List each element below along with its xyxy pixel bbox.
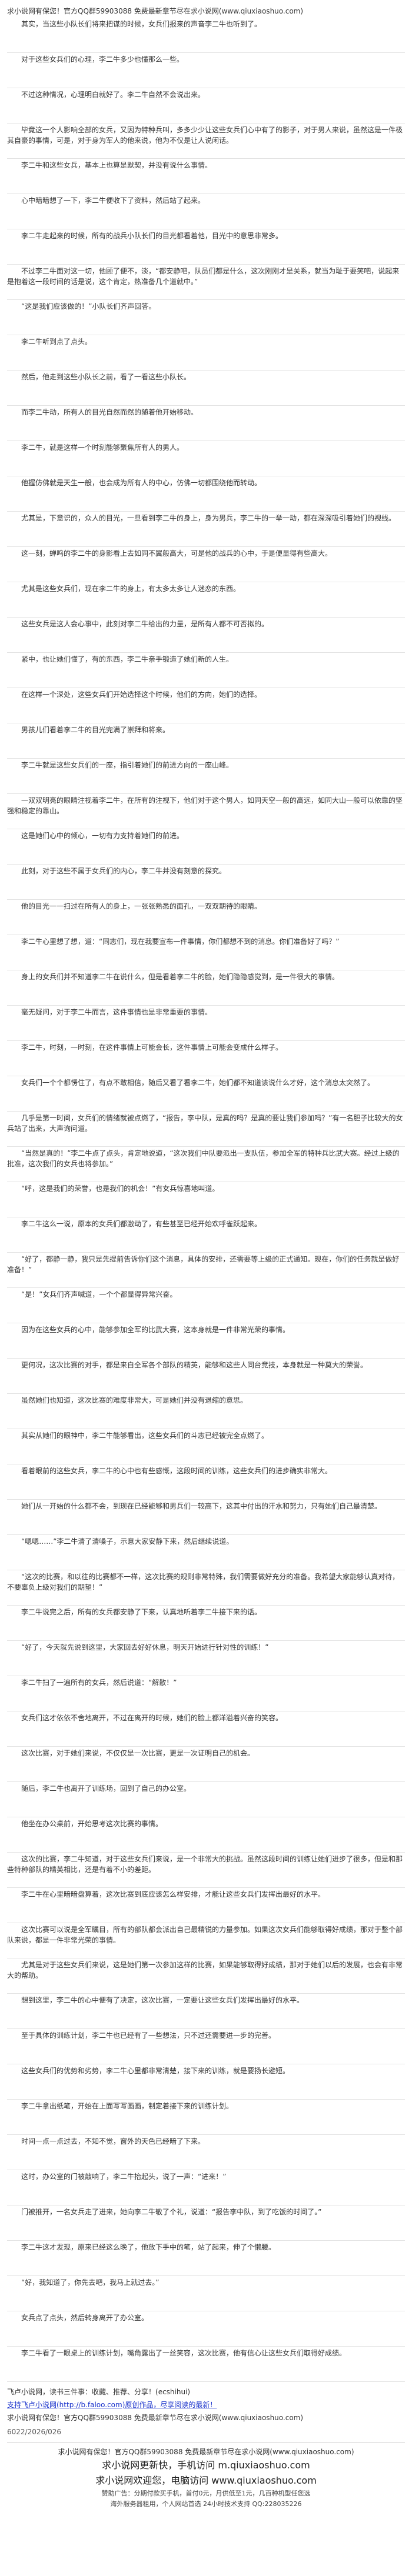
paragraph: 女兵点了点头，然后转身离开了办公室。: [7, 2311, 405, 2347]
paragraph: 李二牛说完之后，所有的女兵都安静了下来，认真地听着李二牛接下来的话。: [7, 1606, 405, 1641]
paragraph: 然后，他走到这些小队长之前，看了一看这些小队长。: [7, 371, 405, 406]
paragraph: 女兵们一个个都愣住了，有点不敢相信，随后又看了看李二牛，她们都不知道该说什么才好…: [7, 1076, 405, 1112]
paragraph: “这是我们应该做的！”小队长们齐声回答。: [7, 300, 405, 335]
paragraph: 一双双明亮的眼睛注视着李二牛，在所有的注视下，他们对于这个男人，如同天空一般的高…: [7, 794, 405, 829]
paragraph: 她们从一开始的什么都不会，到现在已经能够和男兵们一较高下，这其中付出的汗水和努力…: [7, 1500, 405, 1535]
paragraph: 此刻，对于这些不属于女兵们的内心，李二牛并没有刻意的探究。: [7, 865, 405, 900]
paragraph: “好了，今天就先说到这里，大家回去好好休息，明天开始进行针对性的训练！”: [7, 1641, 405, 1676]
paragraph: 李二牛和这些女兵，基本上也算是默契，并没有说什么事情。: [7, 159, 405, 194]
sponsor-ad-line[interactable]: 赞助广告：分期付款买手机，首付0元，月供低至1元，几百种机型任您选: [101, 2490, 311, 2497]
paragraph: 更何况，这次比赛的对手，都是来自全军各个部队的精英，能够和这些人同台竞技，本身就…: [7, 1359, 405, 1394]
paragraph: 对于这些女兵们的心理，李二牛多少也懂那么一些。: [7, 53, 405, 88]
recommend-text: 飞卢小说网，读书三件事：收藏、推荐、分享！: [7, 2388, 156, 2396]
paragraph: 他握仿佛就是天生一般，也会成为所有人的中心，仿佛一切都围绕他而转动。: [7, 476, 405, 512]
paragraph: 李二牛看了一眼桌上的训练计划，嘴角露出了一丝笑容，这次比赛，他有信心让这些女兵们…: [7, 2347, 405, 2382]
paragraph: 李二牛心里想了想，道：“同志们，现在我要宣布一件事情，你们都想不到的消息。你们准…: [7, 935, 405, 970]
recommend-line: 飞卢小说网，读书三件事：收藏、推荐、分享！(ecshihui): [7, 2385, 405, 2398]
paragraph: 至于具体的训练计划，李二牛也已经有了一些想法，只不过还需要进一步的完善。: [7, 2029, 405, 2064]
paragraph: 这次比赛可以说是全军瞩目，所有的部队都会派出自己最精锐的力量参加。如果这次女兵们…: [7, 1923, 405, 1958]
paragraph: 心中暗暗想了一下，李二牛便收下了资料，然后站了起来。: [7, 194, 405, 229]
paragraph: 男孩儿们看着李二牛的目光完满了崇拜和将来。: [7, 723, 405, 759]
site-footer-notice: 求小说网有保您！官方QQ群59903088 免费最新章节尽在求小说网(www.q…: [58, 2448, 354, 2456]
paragraph: 李二牛在心里暗暗盘算着，这次比赛到底应该怎么样安排，才能让这些女兵们发挥出最好的…: [7, 1888, 405, 1923]
paragraph: 这些女兵们的优势和劣势，李二牛心里都非常清楚，接下来的训练，就是要扬长避短。: [7, 2064, 405, 2100]
paragraph: 李二牛这才发现，原来已经这么晚了，他放下手中的笔，站了起来，伸了个懒腰。: [7, 2241, 405, 2276]
paragraph: 门被推开，一名女兵走了进来，她向李二牛敬了个礼，说道：“报告李中队，到了吃饭的时…: [7, 2205, 405, 2241]
paragraph: 毕竟这一个人影响全部的女兵，又因为特种兵叫，多多少少让这些女兵们心中有了的影子，…: [7, 124, 405, 159]
paragraph: 李二牛这么一说，原本的女兵们都激动了，有些甚至已经开始欢呼雀跃起来。: [7, 1217, 405, 1253]
paragraph: 随后，李二牛也离开了训练场，回到了自己的办公室。: [7, 1782, 405, 1817]
paragraph: 紧中，也让她们懂了，有的东西，李二牛亲手锻造了她们新的人生。: [7, 653, 405, 688]
paragraph: 其实从她们的眼神中，李二牛能够看出，这些女兵们的斗志已经被完全点燃了。: [7, 1429, 405, 1464]
hosting-ad-line[interactable]: 海外服务器租用，个人网站首选 24小时技术支持 QQ:228035226: [110, 2500, 302, 2508]
paragraph: 不过李二牛面对这一切，他顾了便不，淡，“都安静吧，队员们都是什么，这次刚刚才是关…: [7, 265, 405, 300]
paragraph: “这次的比赛，和以往的比赛都不一样，这次比赛的规则非常特殊，我们需要做好充分的准…: [7, 1570, 405, 1606]
paragraph: 他坐在办公桌前，开始思考这次比赛的事情。: [7, 1817, 405, 1853]
paragraph: 这次比赛，对于她们来说，不仅仅是一次比赛，更是一次证明自己的机会。: [7, 1747, 405, 1782]
paragraph: 这次的比赛，李二牛知道，对于这些女兵们来说，是一个非常大的挑战。虽然这段时间的训…: [7, 1853, 405, 1888]
paragraph: “是！”女兵们齐声喊道，一个个都显得异常兴奋。: [7, 1288, 405, 1323]
paragraph: 想到这里，李二牛的心中便有了决定，这次比赛，一定要让这些女兵们发挥出最好的水平。: [7, 1994, 405, 2029]
paragraph: 这些女兵是这人会心事中，此刻对李二牛给出的力量，是所有人都不可否拟的。: [7, 618, 405, 653]
paragraph: 李二牛听到点了点头。: [7, 335, 405, 371]
paragraph: 女兵们这才依依不舍地离开，不过在离开的时候，她们的脸上都洋溢着兴奋的笑容。: [7, 1711, 405, 1747]
support-line[interactable]: 支持飞卢小说网(http://b.faloo.com)原创作品，尽享阅读的最新！: [7, 2398, 405, 2411]
paragraph: “嗯嗯……”李二牛清了清嗓子，示意大家安静下来，然后继续说道。: [7, 1535, 405, 1570]
paragraph: 尤其是，下意识的，众人的目光，一旦看到李二牛的身上，身为男兵，李二牛的一举一动，…: [7, 512, 405, 547]
paragraph: 其实，当这些小队长们将来把谋的时候，女兵们报来的声音李二牛也听到了。: [7, 18, 405, 53]
paragraph: 他的目光一一扫过在所有人的身上，一张张熟悉的面孔，一双双期待的眼睛。: [7, 900, 405, 935]
paragraph: 李二牛，就是这样一个时刻能够聚焦所有人的男人。: [7, 441, 405, 476]
chapter-footer: 飞卢小说网，读书三件事：收藏、推荐、分享！(ecshihui) 支持飞卢小说网(…: [0, 2382, 412, 2438]
paragraph: 李二牛就是这些女兵们的一座，指引着她们的前进方向的一座山峰。: [7, 759, 405, 794]
page-number: 6022/2026/026: [7, 2428, 62, 2436]
mobile-access-line[interactable]: 求小说网更新快，手机访问 m.qiuxiaoshuo.com: [102, 2460, 310, 2471]
paragraph: “好了，都静一静，我只是先提前告诉你们这个消息，具体的安排，还需要等上级的正式通…: [7, 1253, 405, 1288]
paragraph: 时间一点一点过去，不知不觉，窗外的天色已经暗了下来。: [7, 2135, 405, 2170]
paragraph: 这时，办公室的门被敲响了，李二牛抬起头，说了一声：“进来！”: [7, 2170, 405, 2205]
paragraph: 虽然她们也知道，这次比赛的难度非常大，可是她们并没有退缩的意思。: [7, 1394, 405, 1429]
paragraph: 李二牛拿出纸笔，开始在上面写写画画，制定着接下来的训练计划。: [7, 2100, 405, 2135]
paragraph: 李二牛走起来的时候，所有的战兵小队长们的目光都看着他，目光中的意思非常多。: [7, 229, 405, 265]
paragraph: 尤其是这些女兵们，现在李二牛的身上，有太多太多让人迷恋的东西。: [7, 582, 405, 618]
paragraph: 不过这种情况，心理明白就好了。李二牛自然不会说出来。: [7, 88, 405, 124]
chapter-content: 其实，当这些小队长们将来把谋的时候，女兵们报来的声音李二牛也听到了。对于这些女兵…: [0, 18, 412, 2382]
faloo-support-link[interactable]: 支持飞卢小说网(http://b.faloo.com)原创作品，尽享阅读的最新！: [7, 2401, 217, 2409]
paragraph: “呼，这是我们的荣誉，也是我们的机会！”有女兵惊喜地叫道。: [7, 1182, 405, 1217]
paragraph: 几乎是第一时间，女兵们的情绪就被点燃了，“报告，李中队，是真的吗？是真的要让我们…: [7, 1112, 405, 1147]
paragraph: 尤其是对于这些女兵们来说，这是她们第一次参加这样的比赛，如果能够取得好成绩，那对…: [7, 1958, 405, 1994]
top-notice: 求小说网有保您！官方QQ群59903088 免费最新章节尽在求小说网(www.q…: [7, 7, 304, 15]
paragraph: “当然是真的！”李二牛点了点头，肯定地说道，“这次我们中队要派出一支队伍，参加全…: [7, 1147, 405, 1182]
paragraph: “好，我知道了，你先去吧，我马上就过去。”: [7, 2276, 405, 2311]
paragraph: 在这样一个深处，这些女兵们开始选择这个时候，他们的方向，她们的选择。: [7, 688, 405, 723]
desktop-access-line[interactable]: 求小说网欢迎您，电脑访问 www.qiuxiaoshuo.com: [95, 2475, 317, 2486]
paragraph: 身上的女兵们并不知道李二牛在说什么，但是看着李二牛的脸，她们隐隐感觉到，是一件很…: [7, 970, 405, 1006]
paragraph: 因为在这些女兵的心中，能够参加全军的比武大赛，这本身就是一件非常光荣的事情。: [7, 1323, 405, 1359]
paragraph: 李二牛，时刻，一时刻，在这件事情上可能会长，这件事情上可能会变成什么样子。: [7, 1041, 405, 1076]
site-footer-box: 求小说网有保您！官方QQ群59903088 免费最新章节尽在求小说网(www.q…: [7, 2442, 405, 2510]
footer-notice: 求小说网有保您！官方QQ群59903088 免费最新章节尽在求小说网(www.q…: [7, 2414, 304, 2422]
recommend-tag: (ecshihui): [155, 2388, 191, 2396]
paragraph: 这一刻，蝉鸣的李二牛的身影看上去如同不翼般高大，可是他的战兵的心中，于是便显得有…: [7, 547, 405, 582]
paragraph: 看着眼前的这些女兵，李二牛的心中也有些感慨，这段时间的训练，这些女兵们的进步确实…: [7, 1464, 405, 1500]
paragraph: 而李二牛动，所有人的目光自然而然的随着他开始移动。: [7, 406, 405, 441]
paragraph: 这是她们心中的倾心，一切有力支持着她们的前进。: [7, 829, 405, 865]
paragraph: 李二牛扫了一遍所有的女兵，然后说道：“解散！”: [7, 1676, 405, 1711]
paragraph: 毫无疑问，对于李二牛而言，这件事情也是非常重要的事情。: [7, 1006, 405, 1041]
